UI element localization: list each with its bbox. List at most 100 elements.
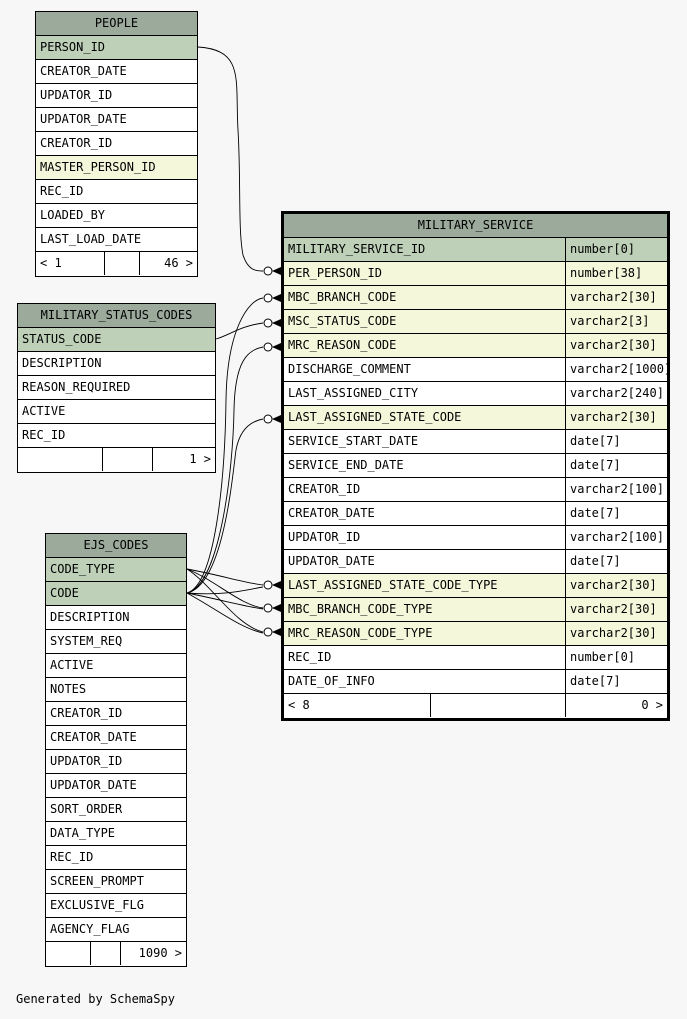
column-row: DESCRIPTION xyxy=(46,606,186,630)
column-name: UPDATOR_ID xyxy=(50,754,123,768)
column-row: DESCRIPTION xyxy=(18,352,215,376)
parent-count[interactable]: < 8 xyxy=(288,698,310,712)
column-name: LAST_ASSIGNED_STATE_CODE_TYPE xyxy=(288,578,498,592)
link-state-code-type xyxy=(186,568,264,586)
column-name: NOTES xyxy=(50,682,87,696)
column-row: REC_ID xyxy=(36,180,197,204)
column-name: REC_ID xyxy=(22,428,66,442)
column-name: CREATOR_DATE xyxy=(40,64,127,78)
parent-count[interactable]: < 1 xyxy=(40,256,62,270)
column-type: date[7] xyxy=(565,550,621,573)
generated-by-note: Generated by SchemaSpy xyxy=(16,992,175,1006)
column-row: SORT_ORDER xyxy=(46,798,186,822)
table-name: EJS_CODES xyxy=(83,538,149,552)
column-name: DESCRIPTION xyxy=(50,610,130,624)
column-name: MASTER_PERSON_ID xyxy=(40,160,156,174)
column-row: NOTES xyxy=(46,678,186,702)
column-row: MILITARY_SERVICE_ID number[0] xyxy=(284,238,667,262)
footer-divider xyxy=(90,942,91,965)
column-type: varchar2[30] xyxy=(565,574,657,597)
column-name: ACTIVE xyxy=(50,658,94,672)
column-type: varchar2[1000] xyxy=(565,358,671,381)
link-person-id xyxy=(197,46,264,272)
column-row: ACTIVE xyxy=(18,400,215,424)
link-mbc-branch-code xyxy=(186,297,264,594)
column-row: DISCHARGE_COMMENT varchar2[1000] xyxy=(284,358,671,382)
column-type: varchar2[30] xyxy=(565,286,657,309)
zero-or-many-marker xyxy=(263,580,281,590)
column-name: DATA_TYPE xyxy=(50,826,116,840)
footer-divider xyxy=(120,942,121,965)
table-name: PEOPLE xyxy=(94,16,139,30)
table-name: MILITARY_SERVICE xyxy=(417,218,534,232)
footer-divider xyxy=(565,694,566,717)
link-mrc-reason-code xyxy=(186,346,264,594)
column-name: PER_PERSON_ID xyxy=(288,266,382,280)
child-count[interactable]: 1 > xyxy=(189,452,211,466)
column-row: STATUS_CODE xyxy=(18,328,215,352)
column-row: DATA_TYPE xyxy=(46,822,186,846)
column-type: varchar2[30] xyxy=(565,334,657,357)
column-type: date[7] xyxy=(565,430,621,453)
column-type: varchar2[240] xyxy=(565,382,664,405)
zero-or-many-marker xyxy=(263,603,281,613)
column-row: REC_ID xyxy=(18,424,215,448)
column-name: CREATOR_DATE xyxy=(288,506,375,520)
child-count[interactable]: 46 > xyxy=(164,256,193,270)
column-name: LAST_LOAD_DATE xyxy=(40,232,142,246)
column-name: AGENCY_FLAG xyxy=(50,922,130,936)
column-name: EXCLUSIVE_FLG xyxy=(50,898,144,912)
column-row: LOADED_BY xyxy=(36,204,197,228)
column-row: MBC_BRANCH_CODE_TYPE varchar2[30] xyxy=(284,598,667,622)
child-count[interactable]: 0 > xyxy=(641,698,663,712)
column-name: MILITARY_SERVICE_ID xyxy=(288,242,426,256)
table-title: PEOPLE xyxy=(36,12,197,36)
column-row: CREATOR_ID xyxy=(36,132,197,156)
column-row: UPDATOR_DATE xyxy=(46,774,186,798)
column-row: UPDATOR_DATE xyxy=(36,108,197,132)
column-name: DESCRIPTION xyxy=(22,356,102,370)
column-type: varchar2[30] xyxy=(565,406,657,429)
column-type: date[7] xyxy=(565,670,621,693)
column-type: number[0] xyxy=(565,238,635,261)
zero-or-many-marker xyxy=(263,266,281,276)
link-code-branch-type xyxy=(186,592,264,610)
column-name: UPDATOR_ID xyxy=(288,530,361,544)
column-row: LAST_LOAD_DATE xyxy=(36,228,197,252)
column-row: CODE xyxy=(46,582,186,606)
zero-or-many-marker xyxy=(263,414,281,424)
table-title: EJS_CODES xyxy=(46,534,186,558)
column-name: REASON_REQUIRED xyxy=(22,380,131,394)
column-name: REC_ID xyxy=(288,650,332,664)
column-name: REC_ID xyxy=(40,184,84,198)
column-name: UPDATOR_ID xyxy=(40,88,113,102)
column-name: REC_ID xyxy=(50,850,94,864)
column-name: MSC_STATUS_CODE xyxy=(288,314,397,328)
column-type: date[7] xyxy=(565,502,621,525)
column-name: DISCHARGE_COMMENT xyxy=(288,362,411,376)
column-name: SERVICE_END_DATE xyxy=(288,458,404,472)
column-row: SYSTEM_REQ xyxy=(46,630,186,654)
column-name: STATUS_CODE xyxy=(22,332,102,346)
column-name: MBC_BRANCH_CODE_TYPE xyxy=(288,602,433,616)
column-type: varchar2[30] xyxy=(565,622,657,645)
column-row: REASON_REQUIRED xyxy=(18,376,215,400)
footer-divider xyxy=(102,448,103,471)
column-row: MASTER_PERSON_ID xyxy=(36,156,197,180)
child-count[interactable]: 1090 > xyxy=(138,946,182,960)
table-footer: 1090 > xyxy=(46,942,186,966)
column-name: UPDATOR_DATE xyxy=(288,554,375,568)
column-row: EXCLUSIVE_FLG xyxy=(46,894,186,918)
column-row: AGENCY_FLAG xyxy=(46,918,186,942)
column-type: varchar2[30] xyxy=(565,598,657,621)
